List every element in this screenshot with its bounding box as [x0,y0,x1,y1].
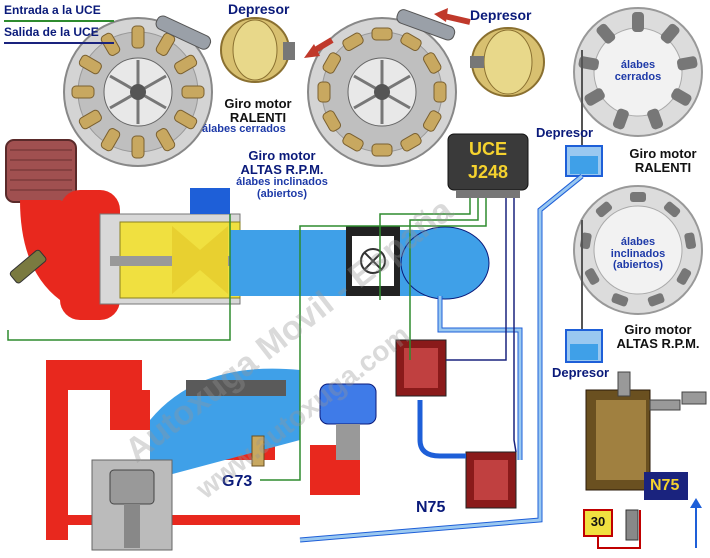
label-right-alabes-2: cerrados [614,70,662,83]
legend-input-line [4,20,114,22]
uce-label-1: UCE [468,139,507,159]
label-right-alabes-open-2: inclinados [610,247,666,260]
depresor-cup-right-bottom [565,329,603,363]
label-giro-ralenti-2: RALENTI [229,109,287,125]
label-n75-main: N75 [416,499,446,516]
label-depresor-top-mid: Depresor [470,7,532,23]
label-right-alabes-cerrados: álabes cerrados [600,59,676,83]
label-giro-altas-4: (abiertos) [256,187,308,200]
uce-label-2: J248 [467,161,509,182]
engine-cylinder [91,459,173,551]
uce-label: UCE J248 [448,140,528,182]
label-giro-ralenti: Giro motor RALENTI [206,97,310,124]
turbine-housing-ralenti [63,17,213,167]
n75-solenoid-main [465,451,517,509]
throttle-body [346,226,400,296]
depresor-cup-right-top [565,145,603,177]
vane-disc-closed [573,7,703,150]
label-right-giro-altas-1: Giro motor [624,322,692,337]
left-sensor [9,249,47,284]
label-right-giro-2: RALENTI [634,159,692,175]
label-giro-altas-2: ALTAS R.P.M. [240,161,324,177]
label-right-alabes-abiertos: álabes inclinados (abiertos) [598,236,678,272]
label-right-depresor-1: Depresor [536,125,594,140]
vacuum-lines-light [299,174,583,542]
vane-disc-open [573,185,703,330]
label-depresor-top-left: Depresor [228,1,290,17]
label-right-alabes-open-1: álabes [620,236,656,248]
n75-inset [583,371,707,549]
uce-input-wires [7,198,487,481]
rotation-arrow-right [434,8,471,25]
label-right-giro-altas-2: ALTAS R.P.M. [616,335,700,351]
label-right-giro-1: Giro motor [629,146,697,161]
wastegate-valve [319,383,377,460]
label-giro-altas-1: Giro motor [248,148,316,163]
air-filter [5,139,77,203]
turbine-housing-altas [307,17,457,167]
label-right-alabes-1: álabes [620,59,656,71]
label-alabes-cerrados-caption: álabes cerrados [202,123,286,135]
legend-output-line [4,42,114,44]
label-giro-altas: Giro motor ALTAS R.P.M. [230,149,334,176]
turbo-center [99,213,250,305]
label-giro-altas-sub: álabes inclinados (abiertos) [224,176,340,200]
g73-sensor [251,435,265,467]
label-giro-altas-3: álabes inclinados [236,176,328,188]
actuator-top-left [155,15,295,83]
legend-input-label: Entrada a la UCE [4,3,101,17]
label-right-alabes-open-3: (abiertos) [612,259,664,272]
label-relay-30: 30 [590,514,606,529]
legend-output-label: Salida de la UCE [4,25,99,39]
label-right-depresor-2: Depresor [552,365,610,380]
solenoid-upper [395,339,447,397]
uce-module [447,133,529,198]
label-giro-ralenti-1: Giro motor [224,96,292,111]
uce-output-wires [446,198,517,453]
label-n75-inset: N75 [650,477,680,494]
rotation-arrow-left [304,37,334,58]
label-right-giro-altas: Giro motor ALTAS R.P.M. [608,323,708,350]
label-g73: G73 [222,473,253,490]
label-right-giro: Giro motor RALENTI [618,147,708,174]
actuator-top-mid [396,9,545,97]
